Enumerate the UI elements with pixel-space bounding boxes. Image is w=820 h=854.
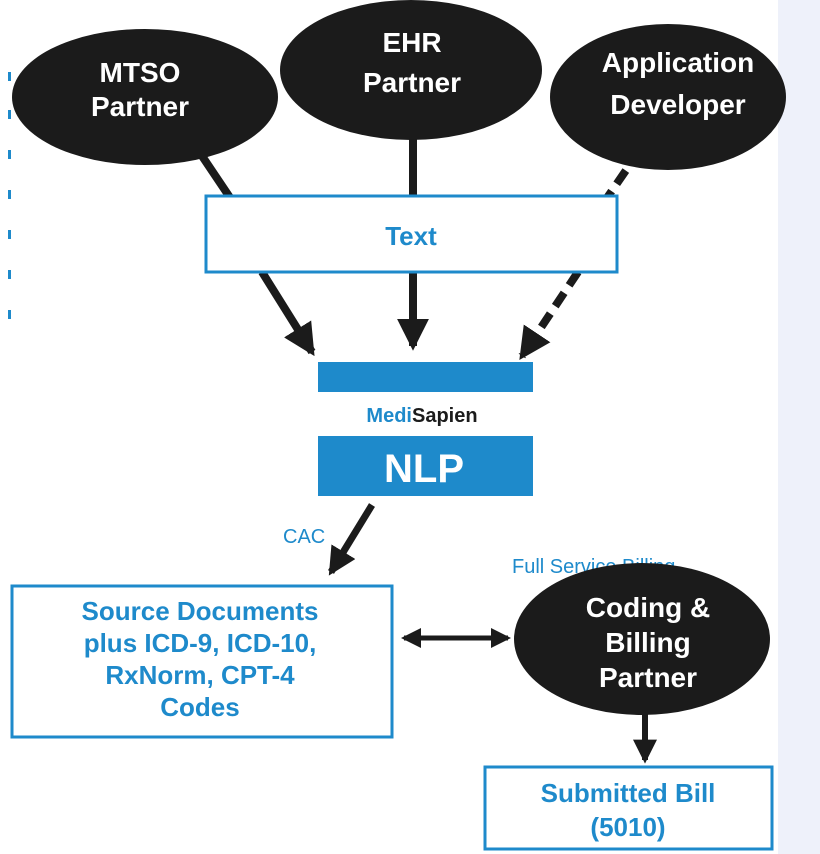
mtso-partner-node: MTSO Partner [12, 29, 278, 165]
source-documents-line3: RxNorm, CPT-4 [105, 660, 295, 690]
coding-partner-line3: Partner [599, 662, 697, 693]
source-documents-line4: Codes [160, 692, 239, 722]
submitted-bill-line2: (5010) [590, 812, 665, 842]
ehr-partner-line2: Partner [363, 67, 461, 98]
submitted-bill-line1: Submitted Bill [541, 778, 716, 808]
medisapien-nlp: MediSapien NLP [318, 362, 533, 496]
mtso-partner-line1: MTSO [100, 57, 181, 88]
nlp-label: NLP [384, 447, 464, 491]
coding-billing-partner-node: Coding & Billing Partner [514, 563, 770, 715]
nlp-top-bar [318, 362, 533, 392]
medisapien-logo: MediSapien [366, 405, 477, 427]
source-documents-line2: plus ICD-9, ICD-10, [84, 628, 317, 658]
coding-partner-line2: Billing [605, 627, 691, 658]
connectors [194, 135, 657, 764]
ehr-partner-node: EHR Partner [280, 0, 542, 140]
cac-label: CAC [283, 526, 325, 548]
arrow-text-to-nlp-left [258, 269, 316, 357]
mtso-partner-line2: Partner [91, 91, 189, 122]
application-developer-line2: Developer [610, 89, 745, 120]
source-documents-box: Source Documents plus ICD-9, ICD-10, RxN… [10, 584, 394, 739]
arrow-nlp-to-source-documents [328, 503, 375, 576]
brand-suffix: Sapien [412, 405, 478, 427]
nlp-box [318, 436, 533, 496]
coding-partner-line1: Coding & [586, 592, 710, 623]
text-box: Text [204, 194, 619, 274]
left-margin-bullets [8, 72, 11, 319]
application-developer-node: Application Developer [550, 24, 786, 170]
ehr-partner-line1: EHR [382, 27, 441, 58]
brand-prefix: Medi [366, 405, 412, 427]
source-documents-line1: Source Documents [82, 596, 319, 626]
submitted-bill-box: Submitted Bill (5010) [483, 765, 774, 851]
arrow-text-to-nlp-right [518, 269, 582, 360]
side-panel [778, 0, 820, 854]
text-box-label: Text [385, 221, 437, 251]
application-developer-line1: Application [602, 47, 754, 78]
